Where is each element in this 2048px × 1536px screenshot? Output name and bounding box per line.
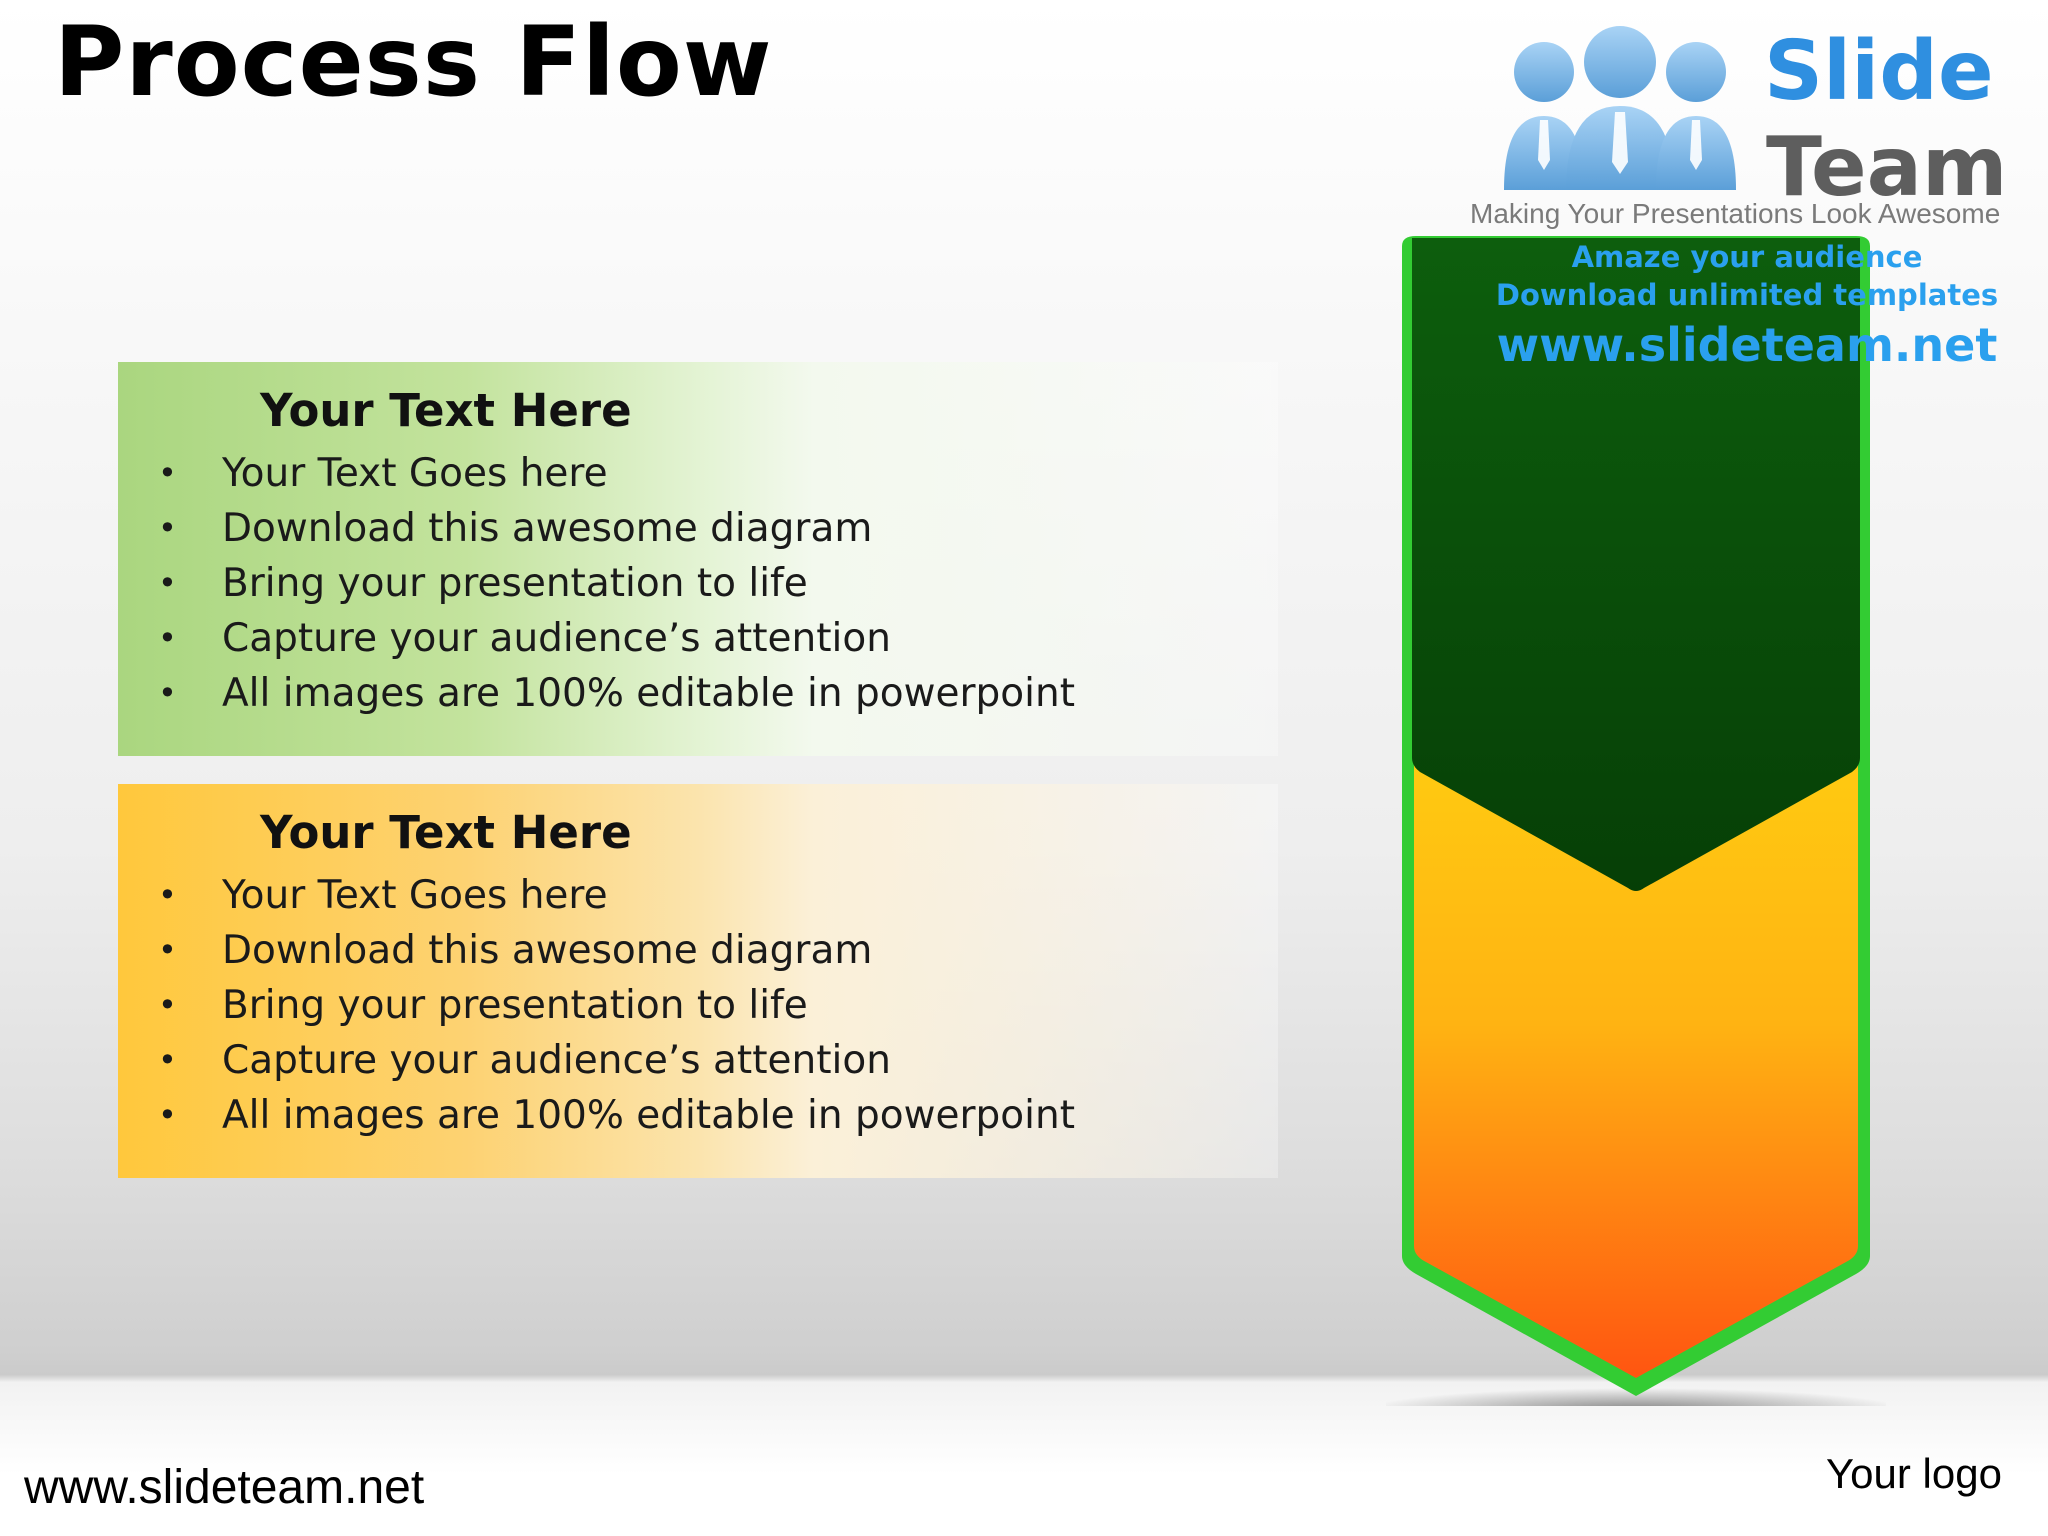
bullet-dot-icon: • [158, 454, 177, 492]
bullet-dot-icon: • [158, 619, 177, 657]
watermark-url: www.slideteam.net [1496, 318, 1998, 372]
bullet-text: Bring your presentation to life [222, 983, 808, 1028]
bullet-item: • Bring your presentation to life [158, 978, 1075, 1033]
bullet-dot-icon: • [158, 564, 177, 602]
bullet-item: • All images are 100% editable in powerpo… [158, 666, 1075, 721]
bullet-dot-icon: • [158, 674, 177, 712]
watermark-line-2: Download unlimited templates [1495, 278, 1999, 312]
panel-heading: Your Text Here [260, 806, 632, 859]
bullet-item: • Capture your audience’s attention [158, 611, 1075, 666]
bullet-text: All images are 100% editable in powerpoi… [222, 671, 1076, 716]
bullet-text: Capture your audience’s attention [222, 616, 891, 661]
bullet-item: • Your Text Goes here [158, 868, 1075, 923]
bullet-item: • Download this awesome diagram [158, 501, 1075, 556]
panel-heading: Your Text Here [260, 384, 632, 437]
bullet-text: Bring your presentation to life [222, 561, 808, 606]
process-arrow-graphic [1386, 236, 1886, 1406]
footer-logo-placeholder: Your logo [1826, 1450, 2002, 1497]
slideteam-logo: Slide Team Making Your Presentations Loo… [1470, 20, 2020, 240]
bullet-dot-icon: • [158, 509, 177, 547]
bullet-list: • Your Text Goes here • Download this awes… [158, 446, 1075, 721]
text-panel-green: Your Text Here • Your Text Goes here • Dow… [118, 362, 1278, 756]
bullet-dot-icon: • [158, 986, 177, 1024]
bullet-text: Capture your audience’s attention [222, 1038, 891, 1083]
bullet-dot-icon: • [158, 1041, 177, 1079]
bullet-text: Your Text Goes here [222, 451, 608, 496]
watermark: Amaze your audience Download unlimited t… [1472, 238, 2022, 376]
bullet-list: • Your Text Goes here • Download this awes… [158, 868, 1075, 1143]
arrow-shadow [1386, 1388, 1886, 1406]
bullet-text: Download this awesome diagram [222, 506, 873, 551]
bullet-item: • Bring your presentation to life [158, 556, 1075, 611]
bullet-item: • Download this awesome diagram [158, 923, 1075, 978]
text-panel-orange: Your Text Here • Your Text Goes here • Dow… [118, 784, 1278, 1178]
bullet-item: • Your Text Goes here [158, 446, 1075, 501]
bullet-text: All images are 100% editable in powerpoi… [222, 1093, 1076, 1138]
bullet-dot-icon: • [158, 931, 177, 969]
logo-word-slide: Slide [1764, 24, 1994, 119]
bullet-dot-icon: • [158, 1096, 177, 1134]
footer-url-link[interactable]: www.slideteam.net [24, 1461, 425, 1514]
arrow-bottom-segment [1414, 736, 1858, 1378]
bullet-text: Download this awesome diagram [222, 928, 873, 973]
bullet-item: • All images are 100% editable in powerpo… [158, 1088, 1075, 1143]
bullet-text: Your Text Goes here [222, 873, 608, 918]
slide-title: Process Flow [54, 6, 773, 118]
logo-word-team: Team [1766, 120, 2008, 215]
arrow-top-segment [1412, 238, 1860, 891]
people-icon [1504, 26, 1736, 190]
watermark-line-1: Amaze your audience [1571, 240, 1923, 274]
bullet-dot-icon: • [158, 876, 177, 914]
bullet-item: • Capture your audience’s attention [158, 1033, 1075, 1088]
logo-tagline: Making Your Presentations Look Awesome [1470, 198, 2001, 229]
